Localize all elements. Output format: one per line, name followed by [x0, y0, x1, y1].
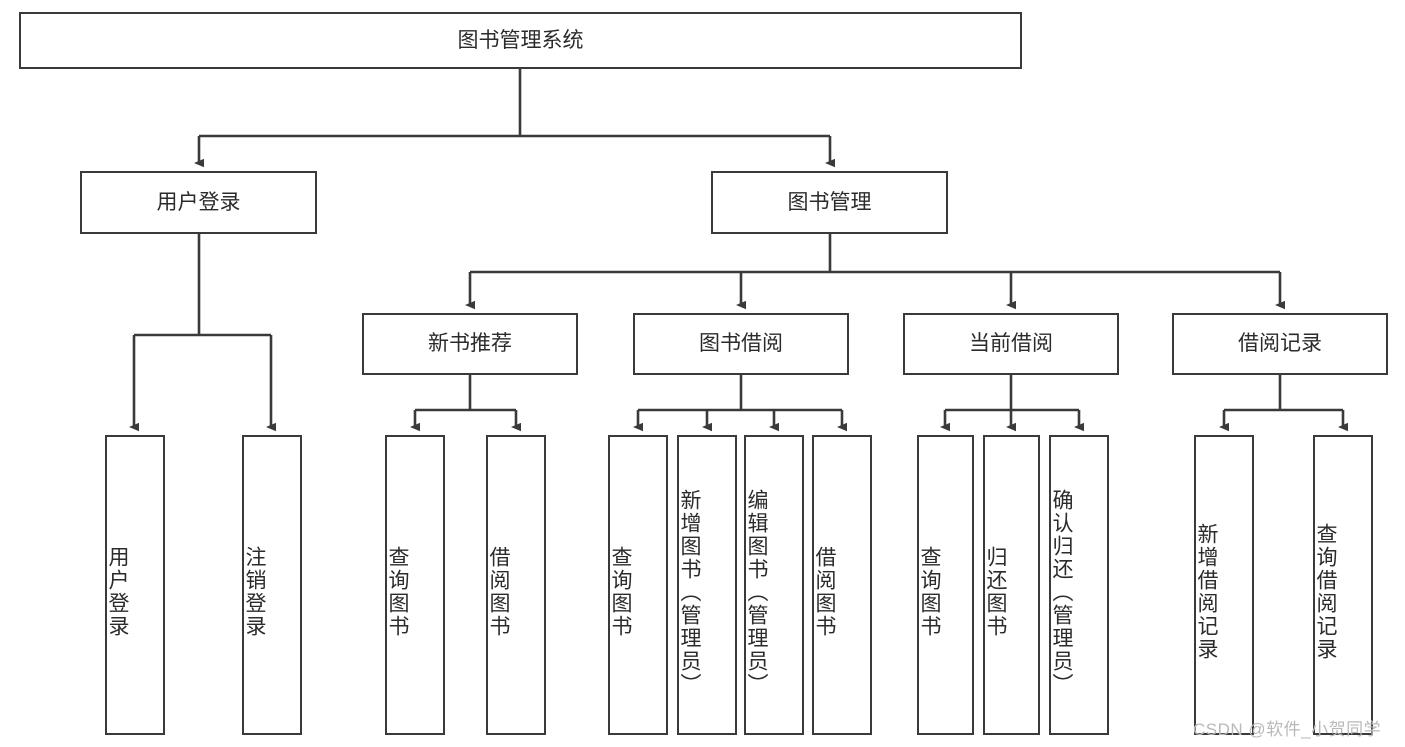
- leaf-borrow-book[interactable]: 借阅图书: [812, 435, 872, 735]
- node-user-login[interactable]: 用户登录: [80, 171, 317, 234]
- node-label: 借阅记录: [1238, 332, 1322, 356]
- node-book-management[interactable]: 图书管理: [711, 171, 948, 234]
- leaf-query-book-current[interactable]: 查询图书: [917, 435, 974, 735]
- node-label: 图书管理系统: [457, 28, 584, 52]
- node-current-borrow[interactable]: 当前借阅: [903, 313, 1119, 375]
- node-label: 用户登录: [156, 190, 241, 214]
- leaf-borrow-book-recommend[interactable]: 借阅图书: [486, 435, 546, 735]
- node-label: 查询图书: [386, 546, 409, 638]
- node-label: 图书借阅: [699, 332, 783, 356]
- node-label: 图书管理: [787, 190, 872, 214]
- node-book-borrow[interactable]: 图书借阅: [633, 313, 849, 375]
- leaf-user-logout[interactable]: 注销登录: [242, 435, 302, 735]
- leaf-user-login[interactable]: 用户登录: [105, 435, 165, 735]
- node-root-system[interactable]: 图书管理系统: [19, 12, 1022, 69]
- node-new-book-recommendation[interactable]: 新书推荐: [362, 313, 578, 375]
- node-label: 新增借阅记录: [1195, 523, 1218, 661]
- node-label: 新书推荐: [428, 332, 512, 356]
- node-label: 注销登录: [243, 546, 266, 638]
- leaf-query-book-recommend[interactable]: 查询图书: [385, 435, 445, 735]
- node-label: 编辑图书（管理员）: [745, 488, 768, 696]
- leaf-add-borrow-record[interactable]: 新增借阅记录: [1194, 435, 1254, 735]
- node-label: 查询借阅记录: [1314, 523, 1337, 661]
- node-label: 借阅图书: [813, 546, 836, 638]
- node-label: 新增图书（管理员）: [678, 488, 701, 696]
- node-label: 归还图书: [984, 546, 1007, 638]
- node-label: 确认归还（管理员）: [1050, 488, 1073, 696]
- node-label: 查询图书: [609, 546, 632, 638]
- leaf-query-borrow-record[interactable]: 查询借阅记录: [1313, 435, 1373, 735]
- leaf-query-book-borrow[interactable]: 查询图书: [608, 435, 668, 735]
- watermark-text: CSDN @软件_小贺同学: [1193, 720, 1382, 739]
- leaf-confirm-return-admin[interactable]: 确认归还（管理员）: [1049, 435, 1109, 735]
- leaf-return-book[interactable]: 归还图书: [983, 435, 1040, 735]
- node-borrow-record[interactable]: 借阅记录: [1172, 313, 1388, 375]
- node-label: 用户登录: [106, 546, 129, 638]
- node-label: 当前借阅: [969, 332, 1053, 356]
- leaf-add-book-admin[interactable]: 新增图书（管理员）: [677, 435, 737, 735]
- leaf-edit-book-admin[interactable]: 编辑图书（管理员）: [744, 435, 804, 735]
- node-label: 查询图书: [918, 546, 941, 638]
- node-label: 借阅图书: [487, 546, 510, 638]
